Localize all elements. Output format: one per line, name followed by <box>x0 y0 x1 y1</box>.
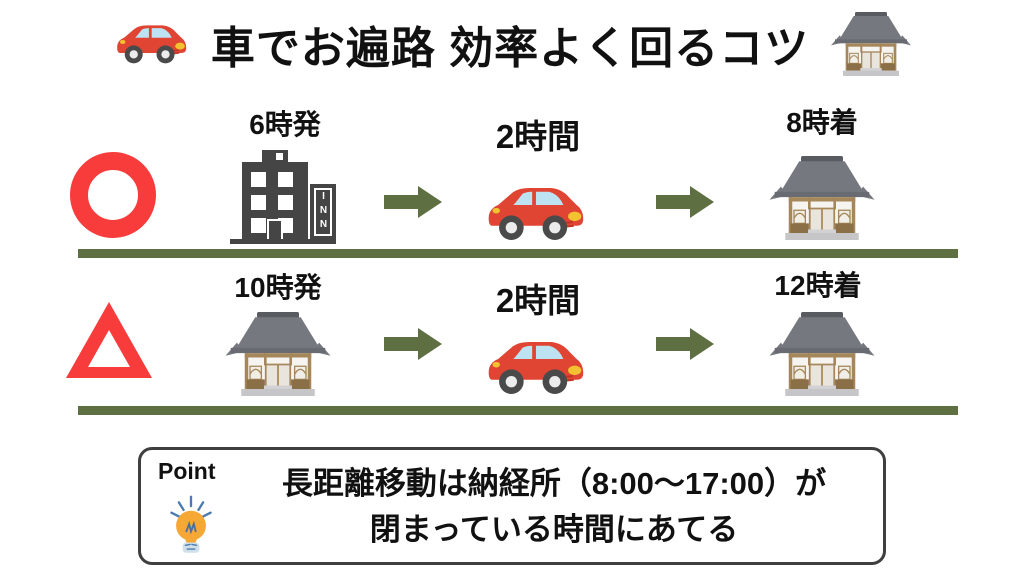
inn-sign-text: INN <box>318 191 329 233</box>
row1-duration-label: 2時間 <box>495 118 581 155</box>
row1-origin-label: 6時発 <box>249 109 321 140</box>
temple-icon <box>764 156 880 240</box>
title-row: 車でお遍路 効率よく回るコツ <box>0 8 1024 80</box>
temple-icon <box>220 312 336 396</box>
inn-base <box>230 239 336 244</box>
row2-origin-label: 10時発 <box>234 272 322 303</box>
right-arrow-icon <box>655 186 715 218</box>
circle-marker <box>70 152 156 238</box>
right-arrow-icon <box>655 328 715 360</box>
right-arrow-icon <box>383 186 443 218</box>
row1-destination-label: 8時着 <box>786 107 858 138</box>
inn-building-icon: INN <box>228 146 344 244</box>
point-text-line2: 閉まっている時間にあてる <box>369 512 739 547</box>
lightbulb-icon <box>163 488 219 556</box>
point-text-line1: 長距離移動は納経所（8:00〜17:00）が <box>281 466 827 501</box>
row2-duration-label: 2時間 <box>495 282 581 319</box>
inn-window <box>251 195 266 210</box>
red-car-icon <box>113 19 189 69</box>
inn-window <box>251 218 266 233</box>
triangle-marker <box>64 300 154 380</box>
inn-tower <box>242 162 308 239</box>
point-label: Point <box>158 458 216 484</box>
red-car-icon <box>483 336 587 399</box>
divider-line <box>78 249 958 258</box>
inn-window <box>251 172 266 187</box>
inn-window <box>278 172 293 187</box>
page-title: 車でお遍路 効率よく回るコツ <box>210 24 810 73</box>
inn-sign: INN <box>310 184 336 240</box>
inn-door <box>267 219 283 239</box>
inn-rooftop-window <box>276 153 283 160</box>
right-arrow-icon <box>383 328 443 360</box>
divider-line <box>78 406 958 415</box>
temple-icon <box>764 312 880 396</box>
row2-destination-label: 12時着 <box>774 270 862 301</box>
red-car-icon <box>483 182 587 245</box>
point-box: Point 長距離移動は納経所（8:00〜17:00）が 閉まっている時間にあて… <box>138 447 886 565</box>
point-text: 長距離移動は納経所（8:00〜17:00）が 閉まっている時間にあてる <box>233 461 875 553</box>
temple-icon <box>831 12 911 76</box>
inn-window <box>278 195 293 210</box>
